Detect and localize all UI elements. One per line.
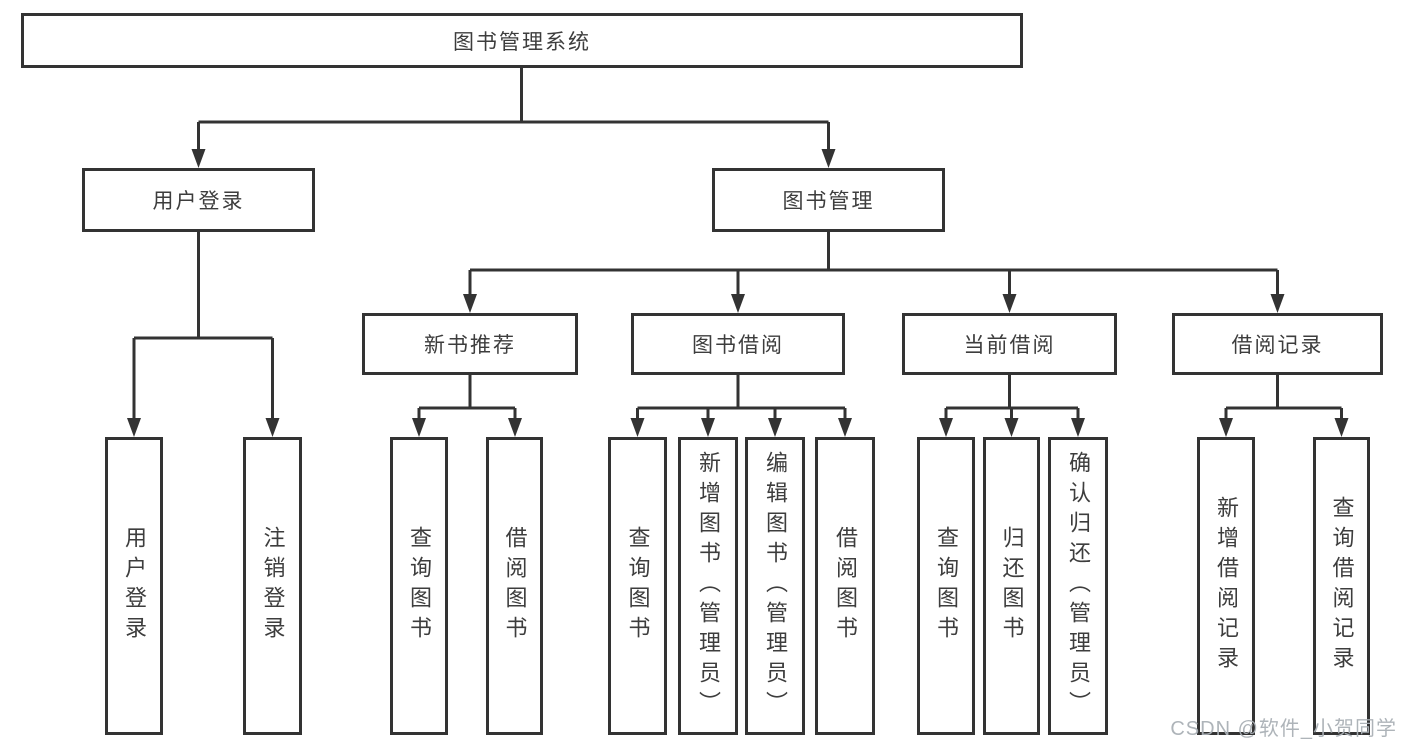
node-new-book-recommend: 新书推荐 [362, 313, 578, 375]
node-root: 图书管理系统 [21, 13, 1023, 68]
leaf-user-login: 用户登录 [105, 437, 163, 735]
leaf-borrow-book-label: 借阅图书 [833, 526, 858, 646]
leaf-add-borrow-record-label: 新增借阅记录 [1214, 496, 1239, 676]
leaf-logout-label: 注销登录 [260, 526, 286, 646]
node-book-borrow-label: 图书借阅 [692, 334, 784, 357]
node-book-management-label: 图书管理 [782, 190, 875, 213]
node-borrow-records-label: 借阅记录 [1231, 334, 1324, 357]
leaf-logout: 注销登录 [243, 437, 302, 735]
leaf-add-borrow-record: 新增借阅记录 [1197, 437, 1255, 735]
leaf-recommend-borrow-book-label: 借阅图书 [502, 526, 528, 646]
node-book-management: 图书管理 [712, 168, 945, 232]
connector-stems [132, 68, 1343, 421]
leaf-query-borrow-record: 查询借阅记录 [1313, 437, 1370, 735]
node-new-book-recommend-label: 新书推荐 [424, 334, 516, 357]
leaf-current-query-book: 查询图书 [917, 437, 975, 735]
leaf-confirm-return-admin: 确认归还（管理员） [1048, 437, 1108, 735]
node-user-login-label: 用户登录 [152, 190, 245, 213]
leaf-borrow-query-book: 查询图书 [608, 437, 667, 735]
leaf-borrow-query-book-label: 查询图书 [625, 526, 651, 646]
leaf-user-login-label: 用户登录 [122, 526, 147, 646]
leaf-return-book: 归还图书 [983, 437, 1040, 735]
leaf-recommend-borrow-book: 借阅图书 [486, 437, 543, 735]
leaf-edit-book-admin: 编辑图书（管理员） [745, 437, 805, 735]
leaf-add-book-admin-label: 新增图书（管理员） [696, 451, 721, 721]
leaf-recommend-query-book-label: 查询图书 [407, 526, 432, 646]
node-borrow-records: 借阅记录 [1172, 313, 1383, 375]
node-root-label: 图书管理系统 [453, 30, 591, 54]
leaf-confirm-return-admin-label: 确认归还（管理员） [1066, 451, 1091, 721]
leaf-edit-book-admin-label: 编辑图书（管理员） [763, 451, 788, 721]
leaf-current-query-book-label: 查询图书 [934, 526, 959, 646]
csdn-watermark: CSDN @软件_小贺同学 [1170, 718, 1397, 740]
leaf-borrow-book: 借阅图书 [815, 437, 875, 735]
leaf-recommend-query-book: 查询图书 [390, 437, 448, 735]
leaf-query-borrow-record-label: 查询借阅记录 [1329, 496, 1355, 676]
leaf-add-book-admin: 新增图书（管理员） [678, 437, 738, 735]
node-user-login: 用户登录 [82, 168, 315, 232]
node-current-borrow-label: 当前借阅 [963, 334, 1056, 357]
leaf-return-book-label: 归还图书 [999, 526, 1025, 646]
node-book-borrow: 图书借阅 [631, 313, 845, 375]
node-current-borrow: 当前借阅 [902, 313, 1117, 375]
